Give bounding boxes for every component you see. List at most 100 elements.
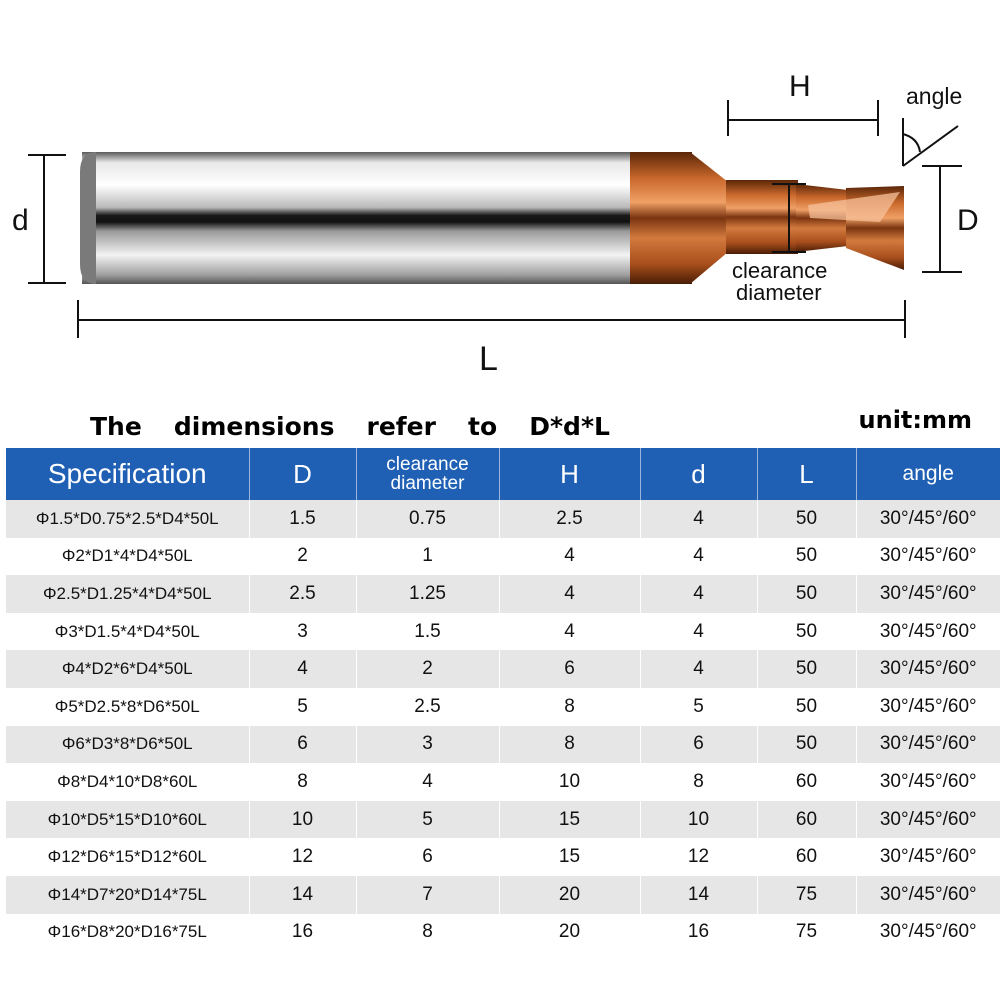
spec-table: Specification D clearance diameter H d L… xyxy=(6,448,1000,952)
cell-specification: Φ2*D1*4*D4*50L xyxy=(6,537,249,576)
cell-d: 4 xyxy=(639,612,757,651)
cell-clearance: 1.5 xyxy=(355,612,499,651)
cell-d: 5 xyxy=(639,687,757,726)
cell-H: 2.5 xyxy=(498,500,640,538)
header-L: L xyxy=(756,448,856,500)
header-d: d xyxy=(639,448,757,500)
cell-H: 10 xyxy=(498,763,640,801)
cell-D: 14 xyxy=(248,875,356,914)
cell-L: 50 xyxy=(756,500,856,538)
heading-word: refer xyxy=(366,411,436,441)
cell-H: 20 xyxy=(498,875,640,914)
cell-H: 15 xyxy=(498,838,640,876)
cell-clearance: 2 xyxy=(355,650,499,688)
cell-specification: Φ2.5*D1.25*4*D4*50L xyxy=(6,575,249,613)
cell-H: 6 xyxy=(498,650,640,688)
svg-text:diameter: diameter xyxy=(736,280,822,305)
table-header-row: Specification D clearance diameter H d L… xyxy=(6,448,1000,500)
unit-label: unit:mm xyxy=(858,406,972,434)
cell-D: 1.5 xyxy=(248,500,356,538)
cell-d: 10 xyxy=(639,800,757,839)
cell-d: 16 xyxy=(639,913,757,952)
cell-d: 12 xyxy=(639,838,757,876)
cell-L: 50 xyxy=(756,650,856,688)
table-heading: The dimensions refer to D*d*L xyxy=(90,408,610,444)
cell-clearance: 1.25 xyxy=(355,575,499,613)
cell-specification: Φ5*D2.5*8*D6*50L xyxy=(6,687,249,726)
cell-D: 5 xyxy=(248,687,356,726)
cell-specification: Φ1.5*D0.75*2.5*D4*50L xyxy=(6,500,249,538)
cell-D: 3 xyxy=(248,612,356,651)
svg-text:angle: angle xyxy=(906,83,962,109)
cell-angle: 30°/45°/60° xyxy=(855,500,1000,538)
header-angle: angle xyxy=(855,448,1000,500)
cell-angle: 30°/45°/60° xyxy=(855,575,1000,613)
heading-word: D*d*L xyxy=(529,411,610,441)
cell-D: 2.5 xyxy=(248,575,356,613)
cell-L: 50 xyxy=(756,575,856,613)
cell-angle: 30°/45°/60° xyxy=(855,875,1000,914)
cell-L: 50 xyxy=(756,612,856,651)
cell-angle: 30°/45°/60° xyxy=(855,612,1000,651)
coated-head xyxy=(630,152,904,284)
header-clearance-line1: clearance xyxy=(386,454,469,475)
cell-L: 75 xyxy=(756,913,856,952)
cell-angle: 30°/45°/60° xyxy=(855,537,1000,576)
dim-d-label: d xyxy=(12,204,29,237)
cell-specification: Φ16*D8*20*D16*75L xyxy=(6,913,249,952)
cell-specification: Φ12*D6*15*D12*60L xyxy=(6,838,249,876)
cell-specification: Φ3*D1.5*4*D4*50L xyxy=(6,612,249,651)
cell-clearance: 2.5 xyxy=(355,687,499,726)
cell-angle: 30°/45°/60° xyxy=(855,687,1000,726)
cell-clearance: 6 xyxy=(355,838,499,876)
cell-clearance: 7 xyxy=(355,875,499,914)
cell-H: 4 xyxy=(498,575,640,613)
cell-D: 8 xyxy=(248,763,356,801)
header-clearance-line2: diameter xyxy=(390,473,465,494)
svg-text:d: d xyxy=(12,204,29,237)
cell-d: 4 xyxy=(639,537,757,576)
cell-specification: Φ6*D3*8*D6*50L xyxy=(6,725,249,764)
cell-clearance: 0.75 xyxy=(355,500,499,538)
dim-clearance-label: clearance diameter xyxy=(732,258,827,305)
cell-specification: Φ10*D5*15*D10*60L xyxy=(6,800,249,839)
cell-H: 15 xyxy=(498,800,640,839)
cutter-diagram: d L H D angle clearance diameter xyxy=(12,70,979,378)
cell-angle: 30°/45°/60° xyxy=(855,650,1000,688)
cell-d: 4 xyxy=(639,575,757,613)
svg-text:L: L xyxy=(479,340,498,378)
cell-angle: 30°/45°/60° xyxy=(855,763,1000,801)
header-H: H xyxy=(498,448,640,500)
cell-D: 16 xyxy=(248,913,356,952)
heading-word: to xyxy=(468,411,498,441)
cell-d: 8 xyxy=(639,763,757,801)
cell-L: 50 xyxy=(756,537,856,576)
cell-clearance: 3 xyxy=(355,725,499,764)
cell-specification: Φ14*D7*20*D14*75L xyxy=(6,875,249,914)
cell-angle: 30°/45°/60° xyxy=(855,913,1000,952)
heading-word: dimensions xyxy=(173,411,335,441)
cell-D: 12 xyxy=(248,838,356,876)
header-specification: Specification xyxy=(6,448,249,500)
dim-H-label: H xyxy=(789,70,811,103)
cell-D: 10 xyxy=(248,800,356,839)
svg-text:clearance: clearance xyxy=(732,258,827,283)
cell-L: 60 xyxy=(756,763,856,801)
cell-angle: 30°/45°/60° xyxy=(855,800,1000,839)
cell-L: 60 xyxy=(756,838,856,876)
header-D: D xyxy=(248,448,356,500)
cell-clearance: 4 xyxy=(355,763,499,801)
cell-L: 50 xyxy=(756,687,856,726)
